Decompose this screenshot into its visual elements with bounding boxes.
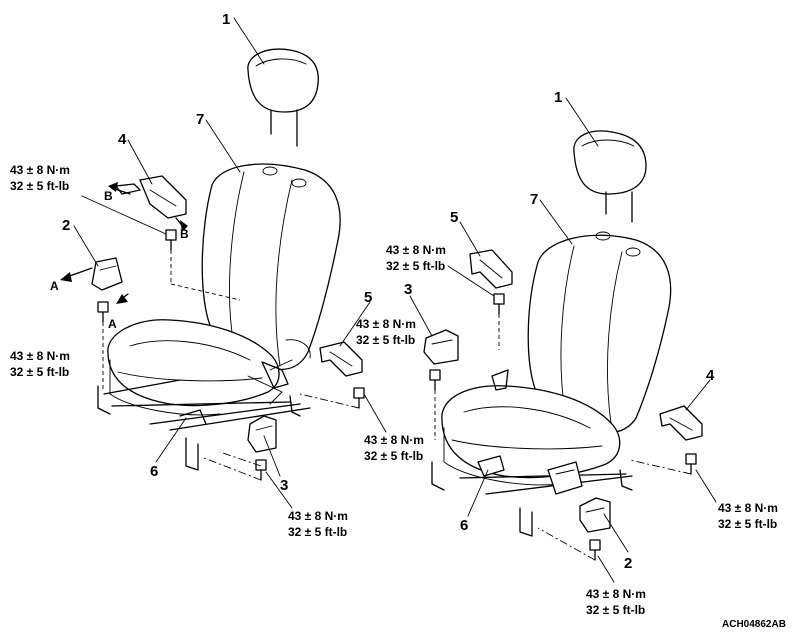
right-headrest	[573, 130, 647, 223]
callout-bracket5-left: 5	[364, 289, 372, 306]
right-seatback	[527, 231, 672, 434]
right-bracket-4	[659, 405, 703, 441]
left-bracket-4	[115, 175, 187, 219]
view-label-a-bottom: A	[108, 317, 117, 331]
callout-seatback-right: 7	[530, 191, 538, 208]
torque-ftlb: 32 ± 5 ft-lb	[386, 259, 445, 273]
figure-code: ACH04862AB	[722, 619, 786, 630]
torque-nm: 43 ± 8 N·m	[386, 243, 446, 257]
torque-nm: 43 ± 8 N·m	[288, 509, 348, 523]
torque-nm: 43 ± 8 N·m	[10, 163, 70, 177]
left-seatback	[201, 163, 341, 371]
torque-label-left-bottom: 43 ± 8 N·m 32 ± 5 ft-lb	[288, 509, 348, 539]
torque-label-left-mid: 43 ± 8 N·m 32 ± 5 ft-lb	[10, 349, 70, 379]
left-bracket-5	[319, 341, 363, 377]
torque-label-left-bracket5: 43 ± 8 N·m 32 ± 5 ft-lb	[356, 317, 416, 347]
callout-bracket4-left: 4	[118, 131, 127, 148]
bolt-icon	[165, 229, 177, 251]
torque-ftlb: 32 ± 5 ft-lb	[10, 179, 69, 193]
torque-ftlb: 32 ± 5 ft-lb	[288, 525, 347, 539]
torque-ftlb: 32 ± 5 ft-lb	[718, 517, 777, 531]
right-bracket-5	[469, 249, 513, 289]
right-seat-frame	[431, 369, 633, 537]
torque-nm: 43 ± 8 N·m	[356, 317, 416, 331]
callout-cover6-right: 6	[460, 517, 468, 534]
right-seat-assembly	[409, 97, 717, 583]
callout-seatback-left: 7	[196, 111, 204, 128]
bolt-icon	[685, 453, 697, 475]
left-cushion	[107, 319, 280, 416]
view-label-b-top: B	[104, 189, 113, 203]
bolt-icon	[589, 539, 601, 561]
torque-label-left-lower-right: 43 ± 8 N·m 32 ± 5 ft-lb	[364, 433, 424, 463]
callout-bracket2-right: 2	[624, 555, 632, 572]
bolt-icon	[97, 301, 109, 323]
torque-label-right-bottom: 43 ± 8 N·m 32 ± 5 ft-lb	[586, 587, 646, 617]
callout-headrest-left: 1	[222, 11, 230, 28]
right-bracket-2	[579, 497, 611, 533]
left-seat-assembly	[60, 17, 387, 509]
torque-nm: 43 ± 8 N·m	[586, 587, 646, 601]
torque-label-right-upper: 43 ± 8 N·m 32 ± 5 ft-lb	[386, 243, 446, 273]
torque-ftlb: 32 ± 5 ft-lb	[356, 333, 415, 347]
view-label-a-top: A	[50, 279, 59, 293]
bolt-icon	[353, 387, 365, 409]
left-seat-frame	[97, 359, 311, 471]
torque-ftlb: 32 ± 5 ft-lb	[364, 449, 423, 463]
torque-ftlb: 32 ± 5 ft-lb	[10, 365, 69, 379]
callout-bracket2-left: 2	[62, 217, 70, 234]
callout-bracket3-left: 3	[280, 477, 288, 494]
torque-label-right-side: 43 ± 8 N·m 32 ± 5 ft-lb	[718, 501, 778, 531]
callout-cover6-left: 6	[150, 463, 158, 480]
torque-nm: 43 ± 8 N·m	[364, 433, 424, 447]
view-label-b-bottom: B	[180, 227, 189, 241]
callout-bracket3-upper-right: 3	[404, 281, 412, 298]
callout-bracket5-right: 5	[450, 209, 458, 226]
callout-bracket4-right: 4	[706, 367, 715, 384]
bolt-icon	[493, 293, 505, 315]
torque-nm: 43 ± 8 N·m	[718, 501, 778, 515]
callout-headrest-right: 1	[554, 89, 562, 106]
bolt-icon	[255, 459, 267, 481]
bolt-icon	[429, 369, 441, 391]
torque-nm: 43 ± 8 N·m	[10, 349, 70, 363]
torque-label-left-upper: 43 ± 8 N·m 32 ± 5 ft-lb	[10, 163, 70, 193]
left-bracket-2	[91, 257, 123, 291]
right-bracket-3	[423, 329, 459, 365]
torque-ftlb: 32 ± 5 ft-lb	[586, 603, 645, 617]
right-cushion	[441, 385, 621, 486]
left-headrest	[247, 48, 319, 147]
left-bracket-3	[247, 415, 277, 453]
